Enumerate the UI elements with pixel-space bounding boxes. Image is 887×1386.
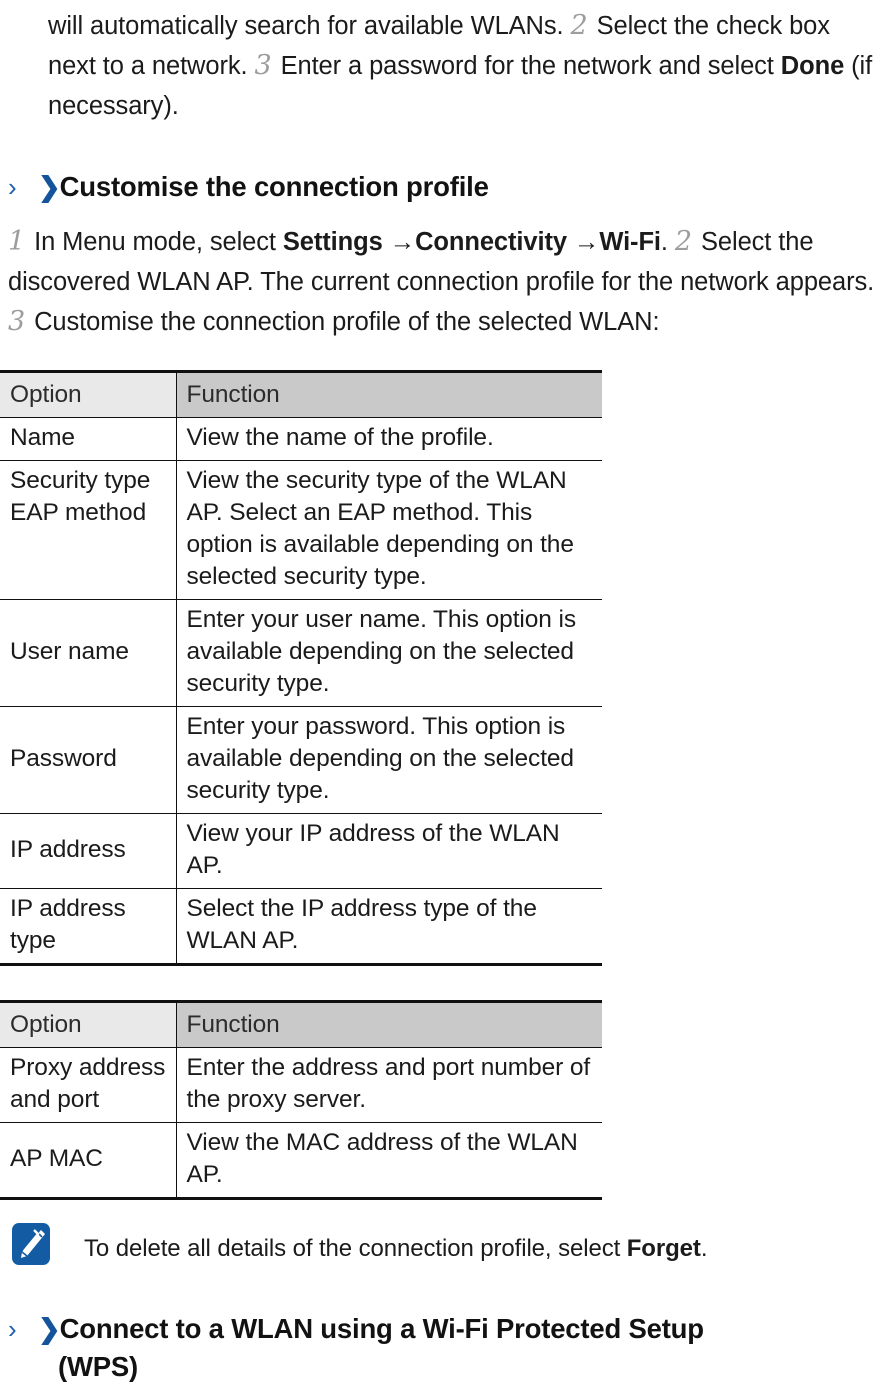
step-number-2: 2: [674, 226, 693, 257]
section-title-line2: (WPS): [58, 1351, 138, 1382]
chevron-thin-icon: ›: [8, 172, 17, 202]
menu-settings-label: Settings: [282, 228, 383, 256]
option-cell: IP address: [0, 813, 177, 889]
table-row: IP address View your IP address of the W…: [0, 813, 602, 889]
step-number-1: 1: [8, 226, 26, 257]
arrow-icon-2: →: [573, 228, 600, 256]
function-cell: View the MAC address of the WLAN AP.: [176, 1122, 602, 1200]
note-text-1: To delete all details of the connection …: [84, 1235, 621, 1262]
intro-text-4: (if necessary).: [48, 52, 873, 120]
function-cell: Enter your user name. This option is ava…: [176, 599, 602, 707]
note-block: To delete all details of the connection …: [0, 1216, 887, 1268]
option-cell: Security type EAP method: [0, 460, 177, 600]
forget-button-label: Forget: [626, 1235, 701, 1262]
function-cell: Enter the address and port number of the…: [176, 1047, 602, 1123]
table-header-row: Option Function: [0, 1000, 602, 1048]
chevron-bold-icon: ❯: [38, 172, 61, 202]
table-row: User name Enter your user name. This opt…: [0, 599, 602, 707]
done-button-label: Done: [780, 52, 845, 80]
step-number-3: 3: [254, 50, 272, 81]
table-header-option: Option: [0, 1000, 177, 1048]
arrow-icon-1: →: [389, 228, 416, 256]
step-number-2: 2: [570, 10, 588, 41]
table-row: Password Enter your password. This optio…: [0, 706, 602, 814]
chevron-bold-icon: ❯: [38, 1314, 61, 1344]
table-row: AP MAC View the MAC address of the WLAN …: [0, 1122, 602, 1200]
function-cell: Enter your password. This option is avai…: [176, 706, 602, 814]
function-cell: View your IP address of the WLAN AP.: [176, 813, 602, 889]
section-heading-customise: › ❯Customise the connection profile: [0, 168, 887, 206]
table-row: Security type EAP method View the securi…: [0, 460, 602, 600]
connection-profile-options-table-1: Option Function Name View the name of th…: [0, 370, 602, 966]
function-cell: View the name of the profile.: [176, 417, 602, 461]
section-title: Customise the connection profile: [59, 171, 489, 202]
note-text-2: .: [700, 1235, 708, 1262]
spacer: [0, 206, 887, 222]
intro-text-1: will automatically search for available …: [48, 12, 564, 40]
option-cell: Password: [0, 706, 177, 814]
step-body-1: In Menu mode, select: [34, 228, 276, 256]
table-gap: [0, 966, 887, 1000]
option-cell: Name: [0, 417, 177, 461]
spacer: [0, 126, 887, 168]
option-cell: IP address type: [0, 888, 177, 966]
section-title-line1: Connect to a WLAN using a Wi-Fi Protecte…: [59, 1313, 704, 1344]
spacer: [0, 342, 887, 370]
customise-steps-paragraph: 1 In Menu mode, select Settings →Connect…: [0, 222, 887, 342]
option-cell: AP MAC: [0, 1122, 177, 1200]
intro-text-2: Select the check box next to a network.: [48, 12, 830, 80]
spacer: [0, 1268, 887, 1310]
spacer: [0, 1200, 887, 1216]
section-heading-wps: › ❯Connect to a WLAN using a Wi-Fi Prote…: [0, 1310, 887, 1386]
function-cell: View the security type of the WLAN AP. S…: [176, 460, 602, 600]
table-row: Proxy address and port Enter the address…: [0, 1047, 602, 1123]
table-header-option: Option: [0, 370, 177, 418]
period-1: .: [660, 228, 668, 256]
note-text: To delete all details of the connection …: [54, 1216, 877, 1266]
chevron-thin-icon: ›: [8, 1314, 17, 1344]
step-body-3: Customise the connection profile of the …: [34, 308, 660, 336]
table-row: IP address type Select the IP address ty…: [0, 888, 602, 966]
table-row: Name View the name of the profile.: [0, 417, 602, 461]
intro-paragraph: will automatically search for available …: [0, 0, 887, 126]
table-header-row: Option Function: [0, 370, 602, 418]
option-cell: Proxy address and port: [0, 1047, 177, 1123]
section-heading-text: ❯Connect to a WLAN using a Wi-Fi Protect…: [38, 1310, 881, 1386]
option-cell: User name: [0, 599, 177, 707]
menu-connectivity-label: Connectivity: [415, 228, 567, 256]
step-number-3: 3: [8, 306, 26, 337]
function-cell: Select the IP address type of the WLAN A…: [176, 888, 602, 966]
intro-text-3: Enter a password for the network and sel…: [280, 52, 774, 80]
step-body-2: Select the discovered WLAN AP. The curre…: [8, 228, 875, 296]
menu-wifi-label: Wi-Fi: [599, 228, 661, 256]
connection-profile-options-table-2: Option Function Proxy address and port E…: [0, 1000, 602, 1200]
section-heading-text: ❯Customise the connection profile: [38, 168, 881, 206]
table-header-function: Function: [176, 370, 602, 418]
note-pen-icon: [10, 1220, 54, 1268]
table-header-function: Function: [176, 1000, 602, 1048]
